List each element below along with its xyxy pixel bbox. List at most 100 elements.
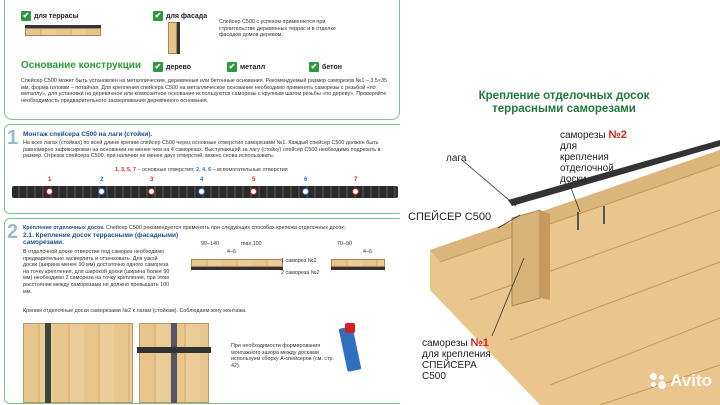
hole-number-1: 1 — [48, 177, 52, 183]
wide-board-spacer — [191, 267, 283, 270]
spacer-label: СПЕЙСЕР С500 — [408, 211, 492, 223]
hole-number-7: 7 — [354, 177, 358, 183]
deck-surface — [430, 150, 720, 405]
step2-body: В отделочной доске отверстие под саморез… — [23, 249, 170, 295]
hole-1 — [46, 188, 53, 195]
base-panel: ✔ для террасы ✔ для фасада Спейсер С500 … — [4, 0, 400, 120]
wide-board-illustration — [191, 259, 283, 267]
deck-drawing — [430, 140, 720, 405]
base-metal-tag: ✔ металл — [227, 62, 265, 72]
screws1-desc: для крепления СПЕЙСЕРА С500 — [422, 349, 491, 382]
hole-number-5: 5 — [252, 177, 256, 183]
check-icon: ✔ — [21, 11, 31, 21]
deck-seam-4 — [549, 317, 720, 386]
hole-3 — [148, 188, 155, 195]
facade-spacer-illustration — [177, 22, 180, 54]
legend-aux-text: – вспомогательные отверстия — [212, 167, 288, 173]
step2-intro: Крепление отделочных досок. Спейсер С500… — [23, 225, 363, 232]
base-concrete-label: бетон — [322, 63, 342, 71]
spacer-strip — [508, 140, 720, 206]
base-wood-label: дерево — [166, 63, 191, 71]
hole-4 — [198, 188, 205, 195]
check-icon: ✔ — [227, 62, 237, 72]
facade-board-illustration — [168, 22, 177, 54]
two-screws-label: 2 самореза №2 — [281, 270, 320, 277]
screws2-pointer — [567, 179, 581, 213]
hole-number-6: 6 — [304, 177, 308, 183]
fix-note: Крепим отделочные доски саморезами №2 к … — [23, 308, 247, 314]
one-screw-text: 1 саморез №2 — [281, 258, 317, 264]
dim-max-spacing: max 100 — [241, 241, 262, 247]
base-body-text: Спейсер С500 может быть установлен на ме… — [21, 78, 387, 104]
spacer-rail-illustration — [12, 186, 398, 198]
step1-number: 1 — [7, 127, 19, 149]
step2-panel: 2 Крепление отделочных досок. Спейсер С5… — [4, 218, 404, 404]
deck-seam-3 — [509, 261, 720, 341]
terrace-illustration: Крепление отделочных досок террасными са… — [400, 0, 720, 405]
base-wood-tag: ✔ дерево — [153, 62, 191, 72]
terrace-tag: ✔ для террасы — [21, 11, 79, 21]
screws1-callout: саморезы №1 для крепления СПЕЙСЕРА С500 — [422, 337, 522, 383]
hole-5 — [250, 188, 257, 195]
spacer-strip-illustration — [25, 25, 101, 28]
installed-board-photo — [23, 323, 133, 403]
hole-number-2: 2 — [100, 177, 104, 183]
right-title: Крепление отделочных досок террасными са… — [478, 90, 650, 115]
instruction-sheet: ✔ для террасы ✔ для фасада Спейсер С500 … — [4, 0, 404, 404]
legend-main-holes: 1, 3, 5, 7 — [115, 167, 136, 173]
hole-7 — [352, 188, 359, 195]
step2-intro-text: Спейсер С500 рекомендуется применять при… — [106, 225, 346, 231]
narrow-board-spacer — [331, 267, 385, 270]
lag-beam — [511, 209, 541, 307]
spacer-note: Спейсер С500 с успехом применяется при с… — [219, 19, 336, 39]
step2-number: 2 — [7, 221, 19, 243]
dim-width-narrow: 70–90 — [337, 241, 352, 247]
terrace-board-illustration — [25, 28, 101, 36]
a-spacer-clip-icon — [345, 323, 355, 333]
step1-title: Монтаж спейсера С500 на лаги (стойки). — [23, 131, 153, 138]
avito-watermark-text: Avito — [670, 371, 712, 390]
check-icon: ✔ — [153, 62, 163, 72]
base-title: Основание конструкции — [21, 60, 142, 71]
screws1-number: №1 — [470, 337, 489, 349]
hole-6 — [302, 188, 309, 195]
screws1-label: саморезы — [422, 338, 468, 349]
screws-no2 — [577, 206, 605, 230]
screws1-pointer — [491, 257, 525, 337]
check-icon: ✔ — [153, 11, 163, 21]
avito-logo-icon — [650, 373, 667, 389]
legend-aux-holes: 2, 4, 6 — [196, 167, 212, 173]
hole-2 — [98, 188, 105, 195]
spacer-pointer — [497, 214, 521, 229]
terrace-label: для террасы — [34, 12, 79, 20]
screws2-label: саморезы — [560, 130, 606, 141]
lag-beam-side — [540, 210, 550, 300]
deck-board-1 — [430, 150, 720, 262]
dim-width-wide: 90–140 — [201, 241, 219, 247]
screws2-desc: для крепления отделочной доски — [560, 141, 614, 185]
spacer-on-lag-photo — [45, 323, 51, 403]
step2-subtitle: 2.1. Крепление досок террасными (фасадны… — [23, 232, 179, 246]
board-edge-photo — [137, 347, 211, 353]
lag-spacer-photo — [171, 323, 177, 403]
step1-panel: 1 Монтаж спейсера С500 на лаги (стойки).… — [4, 124, 404, 214]
base-metal-label: металл — [240, 63, 266, 71]
lag-pointer — [461, 159, 517, 207]
screws2-number: №2 — [608, 129, 627, 141]
legend-main-text: – основные отверстия; — [137, 167, 195, 173]
step2-title: Крепление отделочных досок. — [23, 225, 105, 231]
deck-seam-1 — [439, 164, 720, 263]
base-concrete-tag: ✔ бетон — [309, 62, 342, 72]
two-screws-text: 2 самореза №2 — [281, 270, 320, 276]
narrow-board-illustration — [331, 259, 385, 267]
dim-gap-2: 4–6 — [363, 249, 372, 255]
screws2-callout: саморезы №2 для крепления отделочной дос… — [560, 129, 680, 186]
check-icon: ✔ — [309, 62, 319, 72]
one-screw-label: 1 саморез №2 — [281, 258, 317, 265]
hole-number-4: 4 — [200, 177, 204, 183]
dim-gap-1: 4–6 — [227, 249, 236, 255]
step1-body: На всех лагах (стойках) по всей длине кр… — [23, 140, 381, 160]
facade-label: для фасада — [166, 12, 208, 20]
hole-number-3: 3 — [150, 177, 154, 183]
avito-watermark: Avito — [650, 371, 712, 391]
